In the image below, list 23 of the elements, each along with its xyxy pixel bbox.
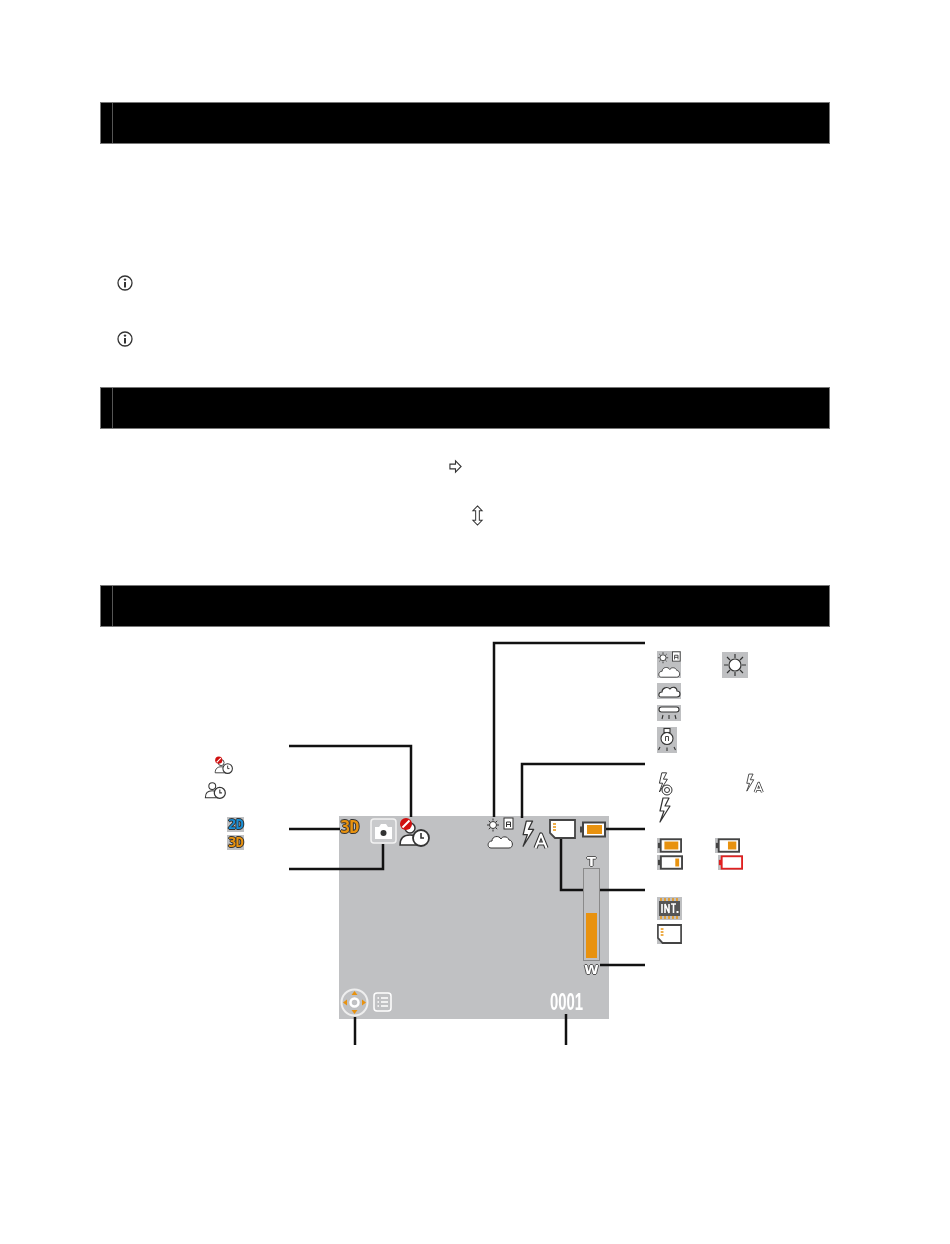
leader-line [289, 844, 385, 871]
leader-line [492, 641, 645, 817]
leader-line [289, 744, 413, 817]
leader-line [559, 839, 645, 892]
lcd-screen [339, 816, 609, 1019]
leader-line [600, 963, 645, 967]
memory-card-icon [549, 819, 576, 839]
leader-line [564, 1014, 568, 1045]
2d-mode-label: 2D [227, 817, 244, 832]
leader-line [289, 827, 340, 831]
sun-cloud-icon [486, 817, 514, 849]
camera-icon [370, 818, 397, 844]
zoom-wide-label: W [583, 963, 600, 976]
leader-line [353, 1017, 357, 1045]
zoom-tele-label: T [586, 855, 597, 868]
person-clock-prohibited-icon [398, 817, 430, 847]
battery-icon [579, 821, 606, 838]
leader-line [606, 827, 645, 831]
frame-counter: 0001 [550, 990, 584, 1014]
display-mode-label: 3D [340, 818, 359, 836]
leader-line [520, 762, 645, 818]
direction-pad-icon [340, 988, 369, 1017]
3d-mode-label: 3D [227, 835, 244, 850]
